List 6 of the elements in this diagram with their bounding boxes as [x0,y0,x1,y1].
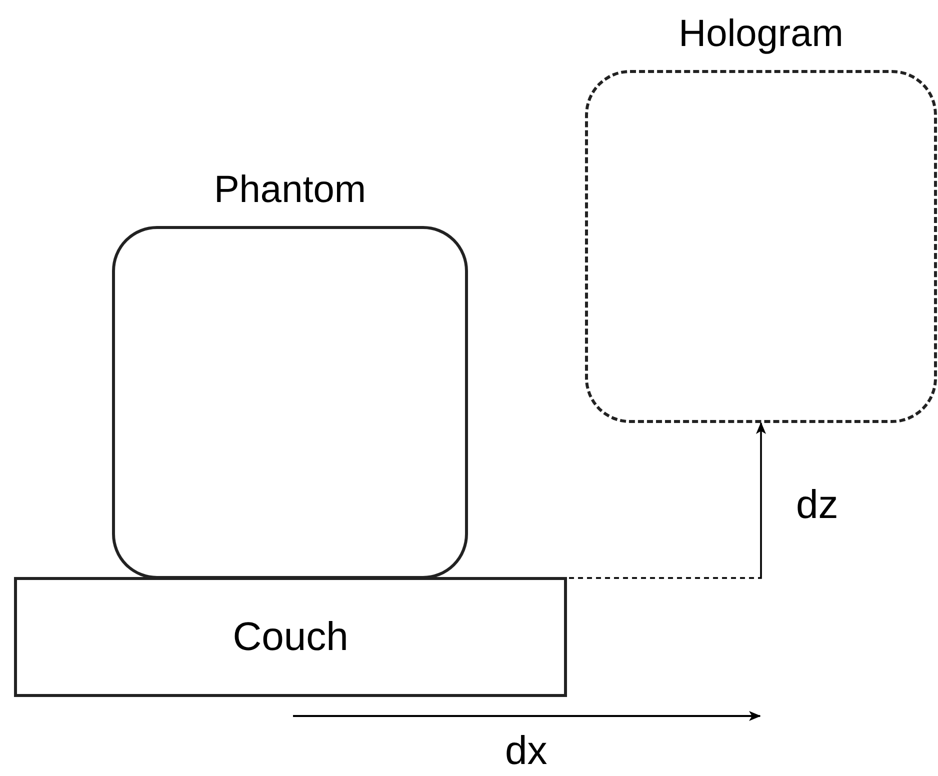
edge-label: dz [796,482,838,528]
box-heading: Hologram [678,12,844,56]
box-label: Couch [232,614,348,660]
box-heading: Phantom [212,168,368,212]
rectangle-box [14,577,567,697]
dimension-label: dx [505,728,548,774]
